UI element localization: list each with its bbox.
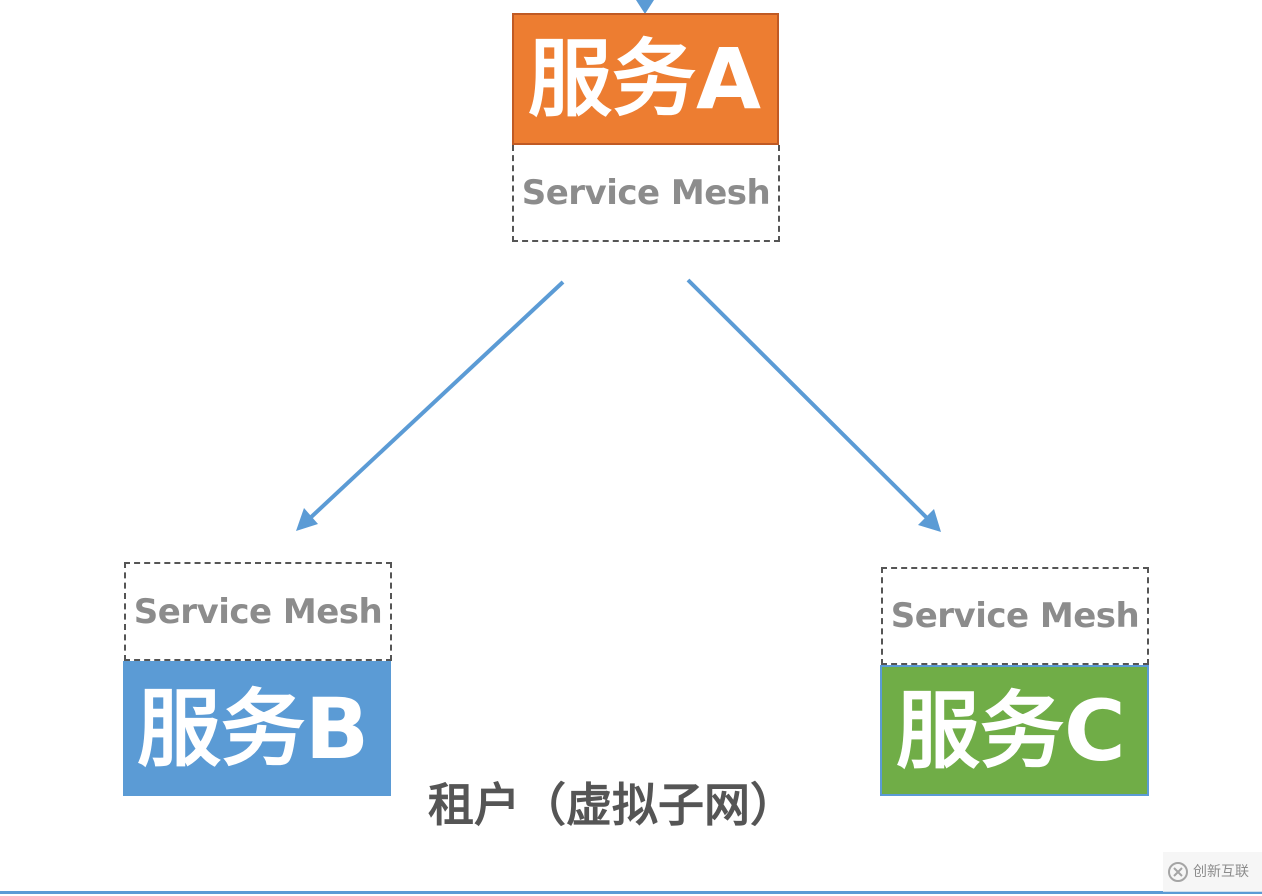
- bottom-divider: [0, 891, 1262, 894]
- service-c-box: 服务C: [880, 665, 1149, 796]
- arrow-a-to-c-head: [918, 509, 941, 532]
- tenant-label: 租户（虚拟子网）: [428, 778, 796, 832]
- service-mesh-c: Service Mesh: [881, 567, 1149, 665]
- service-mesh-a: Service Mesh: [512, 145, 780, 242]
- service-b-label: 服务B: [137, 679, 370, 778]
- service-c-label: 服务C: [896, 681, 1126, 780]
- arrow-a-to-b-head: [296, 508, 318, 531]
- service-mesh-a-label: Service Mesh: [521, 172, 771, 213]
- watermark-text: 创新互联: [1193, 864, 1249, 880]
- service-a-box: 服务A: [512, 13, 779, 145]
- service-a-label: 服务A: [528, 30, 762, 128]
- service-b-box: 服务B: [123, 661, 391, 796]
- watermark-logo-icon: [1168, 862, 1188, 882]
- service-mesh-b-label: Service Mesh: [133, 591, 383, 632]
- service-mesh-c-label: Service Mesh: [890, 596, 1140, 636]
- watermark: 创新互联: [1163, 852, 1262, 892]
- service-mesh-b: Service Mesh: [124, 562, 392, 661]
- incoming-arrowhead: [636, 0, 654, 14]
- arrow-a-to-b: [306, 280, 565, 522]
- arrow-a-to-c: [686, 278, 932, 523]
